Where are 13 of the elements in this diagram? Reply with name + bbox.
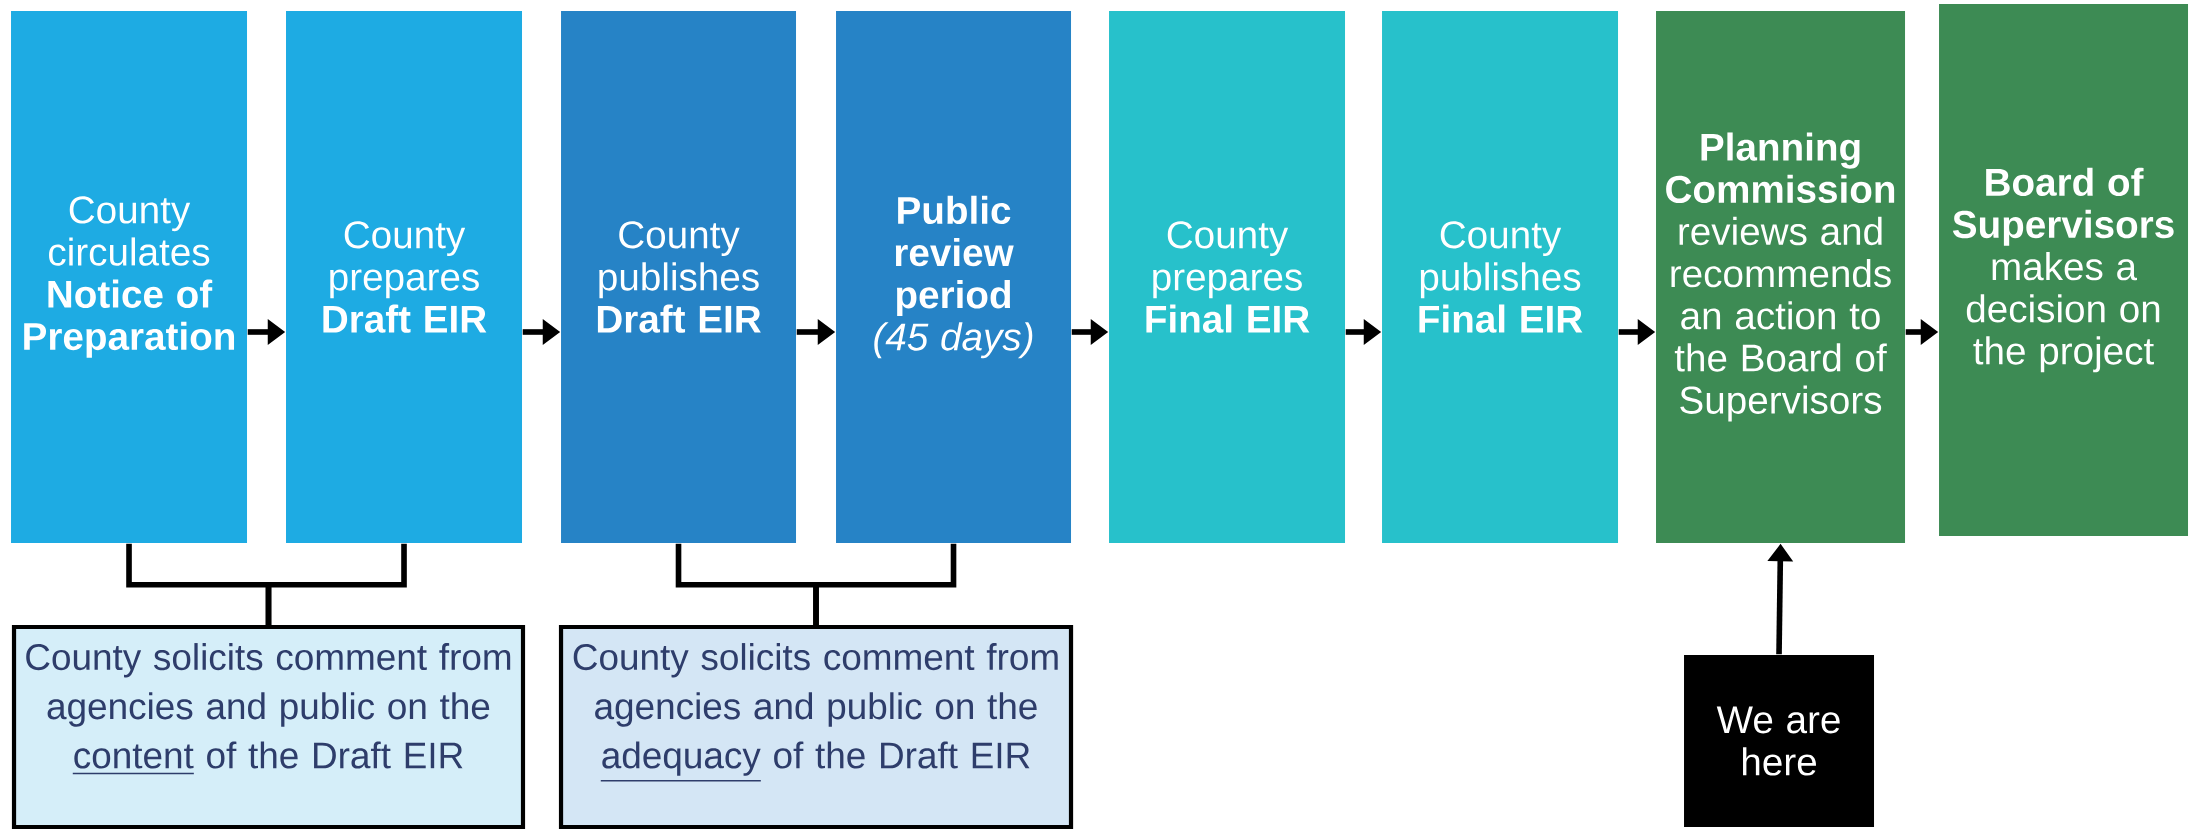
process-box: Planning Commission reviews and recommends an action to the Board of Supervisors: [1656, 11, 1906, 543]
bracket-line: [813, 543, 957, 625]
status-box: We are here: [1684, 655, 1874, 827]
bracket-line: [265, 543, 407, 625]
comment-box: County solicits comment from agencies and public on the content of the Draft EIR: [11, 624, 526, 829]
process-box: Public review period (45 days): [836, 11, 1071, 543]
comment-box: County solicits comment from agencies and public on the adequacy of the Draft EIR: [558, 624, 1074, 829]
process-box: County prepares Final EIR: [1109, 11, 1346, 543]
process-box: County publishes Final EIR: [1382, 11, 1619, 543]
process-box: County prepares Draft EIR: [286, 11, 522, 543]
process-box: Board of Supervisors makes a decision on the project: [1939, 4, 2188, 536]
process-box: County publishes Draft EIR: [561, 11, 796, 543]
process-box: County circulates Notice of Preparation: [11, 11, 247, 543]
